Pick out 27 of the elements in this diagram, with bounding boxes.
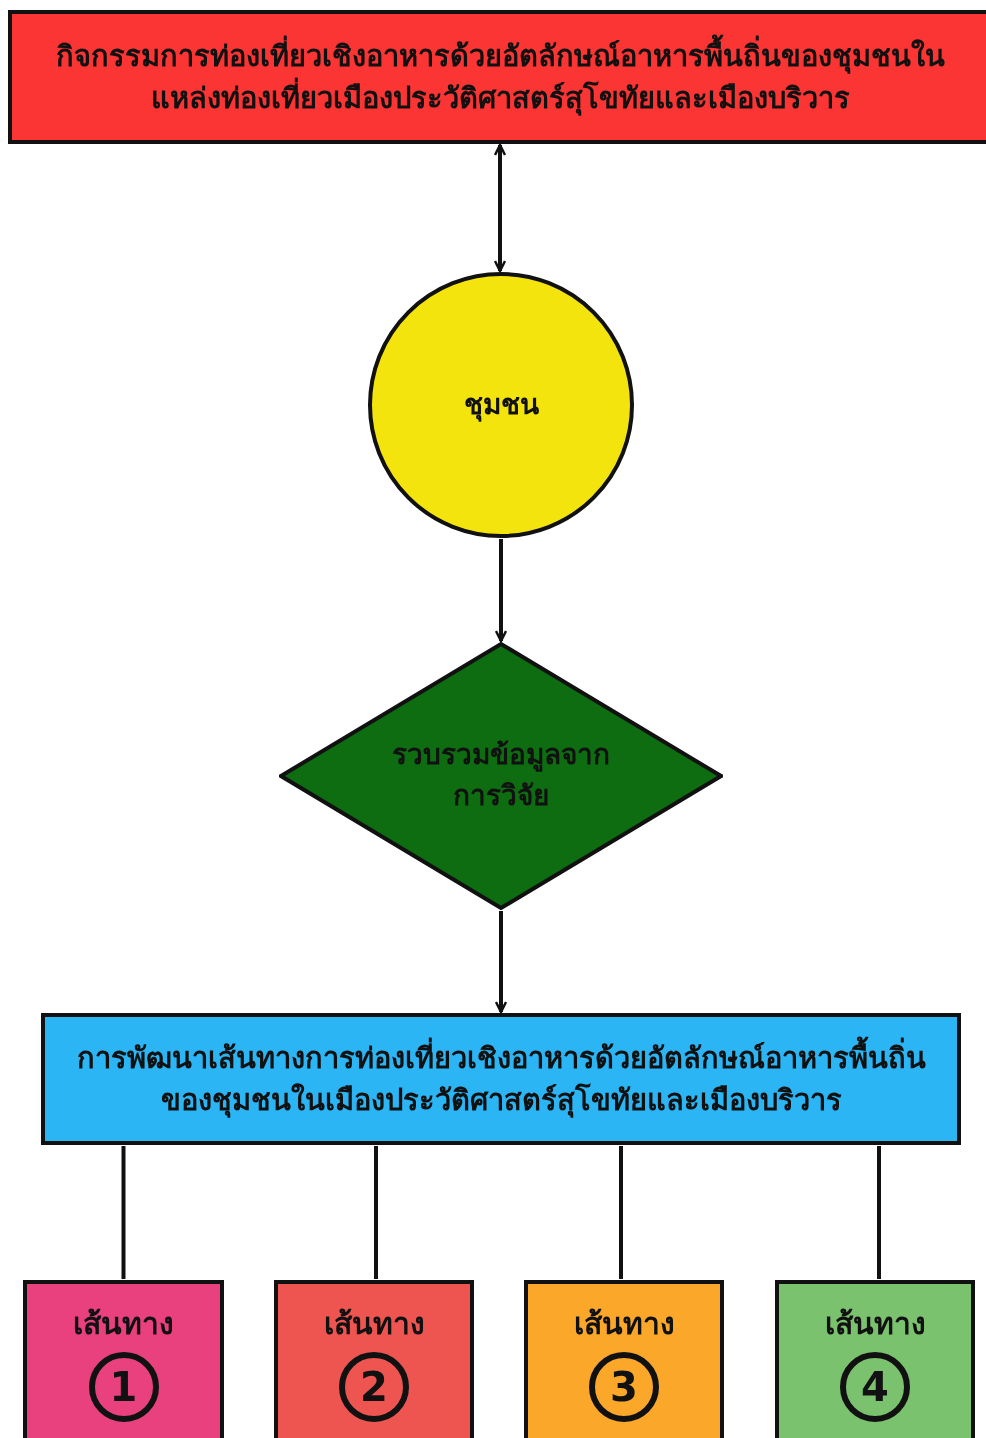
- circled-number: 4: [840, 1351, 910, 1422]
- route-box: [274, 1280, 474, 1438]
- node-label: เส้นทาง: [73, 1305, 174, 1343]
- node-label: เส้นทาง: [824, 1305, 926, 1343]
- connector-line: [619, 1146, 623, 1279]
- node-label: กิจกรรมการท่องเที่ยวเชิงอาหารด้วยอัตลักษณ์อาหารพื้นถิ่นของชุมชนในแหล่งท่องเที่ยวเมืองประวัติศาสตร์สุโขทัยและเมืองบริวาร: [32, 34, 968, 120]
- arrow: [494, 539, 508, 643]
- arrow: [493, 143, 507, 273]
- node-label: เส้นทาง: [573, 1305, 675, 1343]
- connector-line: [877, 1146, 881, 1279]
- process-circle: [368, 272, 634, 538]
- route-box: [775, 1280, 975, 1438]
- circled-number: 2: [339, 1351, 409, 1422]
- decision-diamond: [279, 642, 723, 910]
- circled-number: 3: [589, 1351, 659, 1422]
- title-box: [8, 10, 986, 144]
- route-box: [524, 1280, 724, 1438]
- process-box: [41, 1013, 961, 1145]
- connector-line: [121, 1146, 126, 1279]
- node-label: การพัฒนาเส้นทางการท่องเที่ยวเชิงอาหารด้วยอัตลักษณ์อาหารพื้นถิ่นของชุมชนในเมืองประวัติศาสตร์สุโขทัยและเมืองบริวาร: [70, 1036, 932, 1122]
- node-label: รวบรวมข้อมูลจากการวิจัย: [391, 737, 611, 814]
- circled-number: 1: [88, 1351, 159, 1422]
- arrow: [494, 911, 508, 1014]
- node-label: ชุมชน: [463, 386, 539, 424]
- node-label: เส้นทาง: [323, 1305, 425, 1343]
- route-box: [23, 1280, 224, 1438]
- connector-line: [374, 1146, 378, 1279]
